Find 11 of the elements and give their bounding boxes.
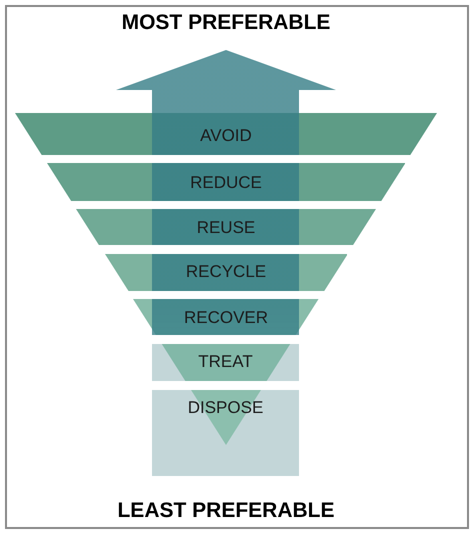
band-label: REDUCE — [189, 172, 263, 194]
band-label: RECYCLE — [184, 261, 268, 283]
band-shape — [152, 390, 299, 476]
band-label: REUSE — [196, 217, 256, 239]
band-label: RECOVER — [182, 307, 270, 329]
band-label: TREAT — [197, 351, 254, 373]
band-label: DISPOSE — [186, 397, 264, 419]
preference-heading: MOST PREFERABLE — [120, 10, 332, 36]
preference-heading: LEAST PREFERABLE — [116, 498, 336, 524]
band-label: AVOID — [199, 125, 253, 147]
band-shape — [152, 344, 299, 381]
